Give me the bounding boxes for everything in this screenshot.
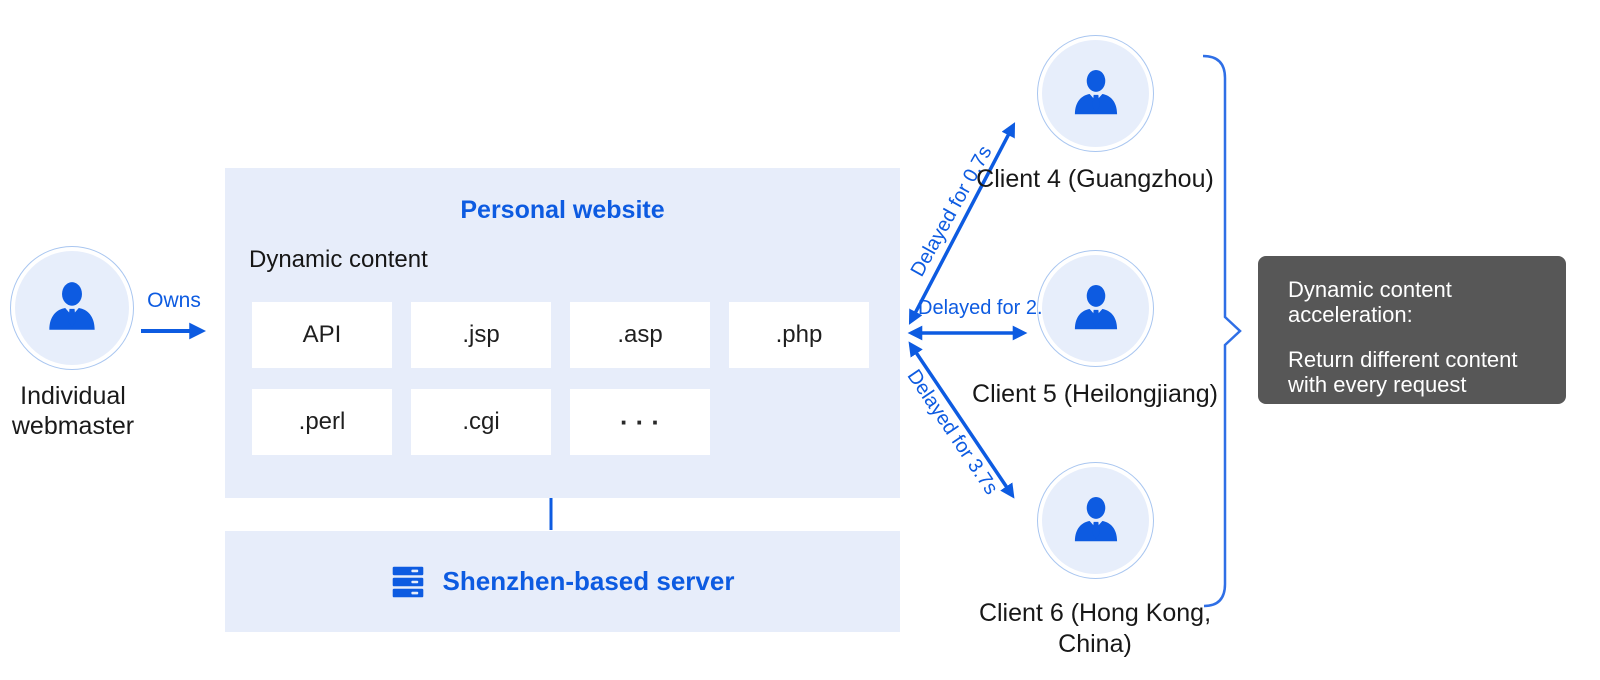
client5-avatar-circle [1042,255,1149,362]
content-item-perl: .perl [252,389,392,455]
client6-label-line1: Client 6 (Hong Kong, [978,599,1212,627]
client6-avatar-circle [1042,467,1149,574]
clients-bracket [1202,54,1242,608]
webmaster-label-line1: Individual [20,382,126,410]
content-item-php: .php [729,302,869,368]
server-panel: Shenzhen-based server [225,531,900,632]
client5-label: Client 5 (Heilongjiang) [960,379,1230,410]
dynamic-content-label: Dynamic content [249,246,428,273]
content-item-asp: .asp [570,302,710,368]
note-line4: with every request [1288,372,1467,397]
content-item-cgi: .cgi [411,389,551,455]
arrow-client6 [908,341,1015,499]
delay-label-client5: Delayed for 2.1s [918,297,1064,319]
acceleration-note: Dynamic content acceleration: Return dif… [1258,256,1566,404]
person-icon [1069,282,1123,336]
client4-label: Client 4 (Guangzhou) [960,164,1230,195]
delay-label-client4: Delayed for 0.7s [906,142,997,281]
client4-label-line1: Client 4 (Guangzhou) [976,165,1214,193]
client5-label-line1: Client 5 (Heilongjiang) [972,380,1218,408]
webmaster-avatar [10,246,134,370]
person-icon [1069,67,1123,121]
note-line2: acceleration: [1288,302,1413,327]
server-label: Shenzhen-based server [442,566,735,596]
person-icon [1069,494,1123,548]
content-item-jsp: .jsp [411,302,551,368]
content-item-ellipsis: ··· [570,389,710,455]
note-line3: Return different content [1288,347,1518,372]
arrow-client4 [908,122,1016,325]
webmaster-label-line2: webmaster [11,412,135,440]
client6-label-line2: China) [1058,630,1132,658]
owns-label: Owns [147,289,201,312]
webmaster-label: Individual webmaster [0,381,146,441]
personal-website-panel: Personal website Dynamic content API .js… [225,168,900,498]
client5-avatar [1037,250,1154,367]
note-line1: Dynamic content [1288,277,1452,302]
client6-avatar [1037,462,1154,579]
website-title: Personal website [460,196,665,224]
client6-label: Client 6 (Hong Kong, China) [960,598,1230,660]
person-icon [43,279,101,337]
server-icon [391,562,425,602]
client4-avatar-circle [1042,40,1149,147]
client4-avatar [1037,35,1154,152]
webmaster-avatar-circle [15,251,129,365]
content-item-api: API [252,302,392,368]
